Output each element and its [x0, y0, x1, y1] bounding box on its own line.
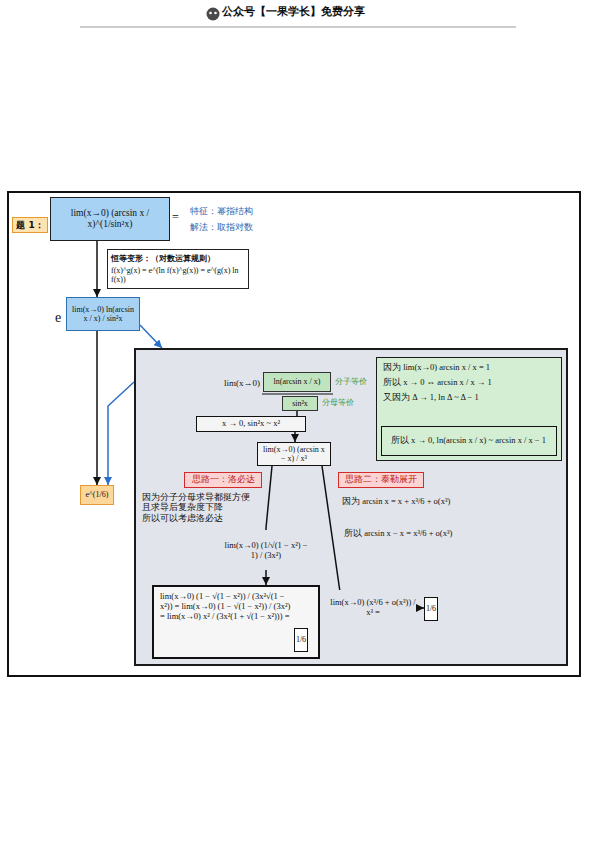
note-box: 因为 lim(x→0) arcsin x / x = 1 所以 x → 0 ⇔ a… [376, 357, 562, 461]
annotation: e [55, 309, 61, 326]
flow-arrow [96, 331, 98, 485]
annotation: 特征：幂指结构 [190, 206, 253, 216]
node-text: f(x)^g(x) = e^(ln f(x)^g(x)) = e^(g(x) l… [111, 266, 245, 284]
node-text: 题 1： [16, 220, 43, 230]
flow-arrow [96, 241, 98, 297]
node-text: lim(x→0) ln(arcsin x / x) / sin²x [70, 305, 136, 323]
annotation: 因为 arcsin x = x + x³/6 + o(x³) [342, 496, 450, 506]
annotation: 所以 arcsin x − x = x³/6 + o(x³) [344, 528, 452, 538]
answer-box: 1/6 [294, 628, 308, 652]
conclusion-box: 所以 x → 0, ln(arcsin x / x) ~ arcsin x / … [381, 426, 557, 456]
header-rule [80, 27, 516, 28]
outer-frame [8, 192, 580, 676]
node-text: 又因为 Δ → 1, ln Δ ~ Δ − 1 [383, 393, 479, 403]
node-text: sin²x [292, 399, 308, 408]
answer-box: 1/6 [424, 597, 438, 621]
method-tag: 思路二：泰勒展开 [338, 472, 424, 488]
flow-arrow [294, 432, 296, 442]
flow-arrow [140, 325, 162, 348]
annotation: 公众号【一果学长】免费分享 [222, 5, 365, 18]
flow-arrow [108, 382, 134, 485]
node-text: 所以 x → 0, ln(arcsin x / x) ~ arcsin x / … [391, 436, 546, 446]
node-text: lim(x→0) (arcsin x − x) / x³ [261, 445, 327, 463]
node-text: lim(x→0) (arcsin x / x)^(1/sin²x) [54, 208, 166, 230]
method-tag: 思路一：洛必达 [184, 472, 262, 488]
rule-box: 恒等变形：（对数运算规则） f(x)^g(x) = e^(ln f(x)^g(x)… [107, 249, 249, 289]
annotation: lim(x→0) (x³/6 + o(x³)) / x³ = [330, 590, 416, 624]
header-icon-eye [214, 12, 217, 15]
formula-box: lim(x→0) ln(arcsin x / x) / sin²x [66, 297, 140, 331]
header-icon-eye [209, 12, 212, 15]
node-text: 1/6 [426, 604, 436, 613]
header-icon [207, 8, 220, 21]
step-box: x → 0, sin²x ~ x² [196, 416, 306, 432]
annotation: 因为分子分母求导都挺方便 且求导后复杂度下降 所以可以考虑洛必达 [142, 492, 264, 523]
highlight-box: ln(arcsin x / x)分子等价 [263, 372, 331, 392]
node-text: 所以 x → 0 ⇔ arcsin x / x → 1 [383, 378, 492, 388]
flow-arrow [296, 411, 298, 416]
annotation: = [172, 210, 179, 225]
result-box: e^(1/6) [80, 485, 114, 505]
node-text: ln(arcsin x / x) [274, 377, 321, 386]
node-text: 1/6 [296, 635, 306, 644]
formula-box: lim(x→0) (arcsin x / x)^(1/sin²x) [50, 197, 170, 241]
node-text: e^(1/6) [86, 490, 109, 499]
derivation-box: lim(x→0) (1 − √(1 − x²)) / (3x²√(1 − x²)… [152, 585, 320, 659]
highlight-box: sin²x分母等价 [282, 396, 318, 411]
flow-arrow [266, 466, 272, 585]
annotation: 解法：取指对数 [190, 222, 253, 232]
node-text: 分母等价 [322, 398, 354, 407]
annotation: lim(x→0) (1/√(1 − x²) − 1) / (3x²) [220, 530, 312, 570]
node-text: 分子等价 [335, 377, 367, 386]
node-text: lim(x→0) (1 − √(1 − x²)) / (3x²√(1 − x²)… [160, 592, 296, 621]
flow-arrow [322, 466, 424, 608]
node-text: 思路二：泰勒展开 [345, 475, 417, 485]
node-text: lim(x→0) [224, 378, 260, 388]
node-text: 恒等变形：（对数运算规则） [111, 254, 215, 263]
node-text: x → 0, sin²x ~ x² [222, 419, 280, 429]
node-text: 思路一：洛必达 [192, 475, 255, 485]
step-box: lim(x→0) (arcsin x − x) / x³ [257, 442, 331, 466]
problem-tag: 题 1： [12, 217, 48, 233]
node-text: 因为 lim(x→0) arcsin x / x = 1 [383, 363, 490, 373]
